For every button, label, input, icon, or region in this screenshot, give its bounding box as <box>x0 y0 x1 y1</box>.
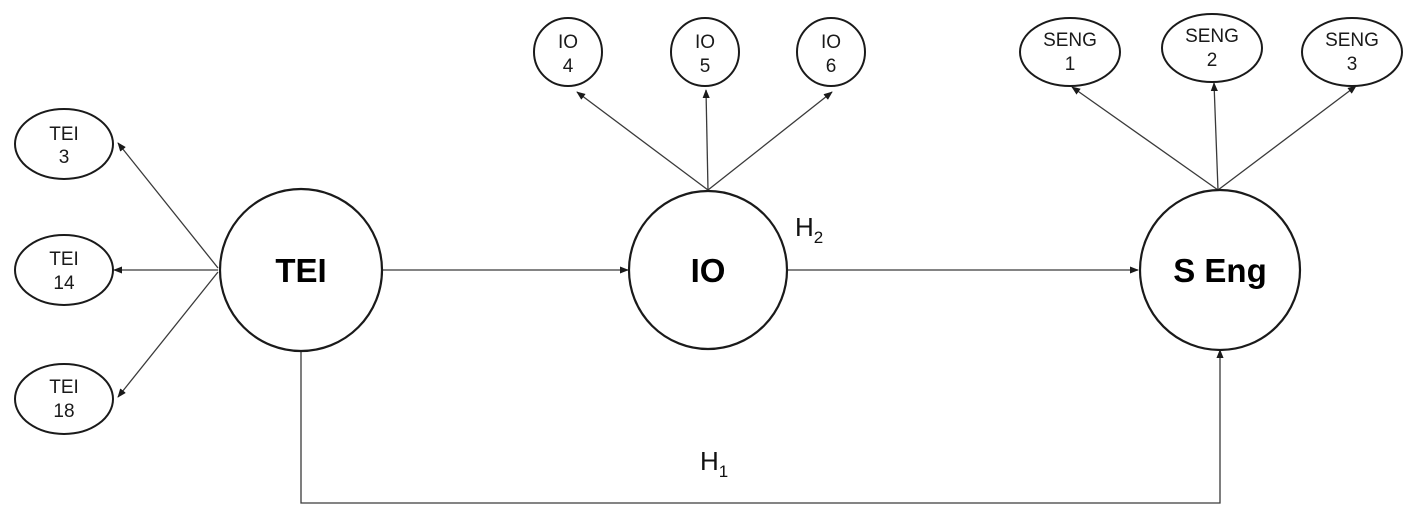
indicator-tei-18: TEI 18 <box>14 363 114 435</box>
indicator-tei-18-number: 18 <box>53 401 74 422</box>
indicator-seng-2-number: 2 <box>1207 50 1218 71</box>
indicator-io-4-name: IO <box>558 32 578 53</box>
indicator-tei-3-name: TEI <box>49 124 79 145</box>
construct-seng-label: S Eng <box>1173 252 1267 289</box>
indicator-seng-2: SENG 2 <box>1161 13 1263 83</box>
indicator-tei-14-name: TEI <box>49 249 79 270</box>
indicator-seng-1-name: SENG <box>1043 30 1097 51</box>
path-tei-to-seng-h1 <box>300 349 1224 504</box>
indicator-io-6-name: IO <box>821 32 841 53</box>
hypothesis-h2-letter: H <box>795 212 814 242</box>
construct-seng: S Eng <box>1138 188 1302 352</box>
indicator-seng-3: SENG 3 <box>1301 17 1403 87</box>
edge-seng-to-seng1 <box>1071 86 1219 191</box>
indicator-seng-3-number: 3 <box>1347 54 1358 75</box>
indicator-seng-3-name: SENG <box>1325 30 1379 51</box>
edge-io-to-io4 <box>576 91 709 191</box>
edge-seng-to-seng3 <box>1217 85 1357 191</box>
indicator-seng-1-number: 1 <box>1065 54 1076 75</box>
construct-io-label: IO <box>691 252 726 289</box>
indicator-seng-2-name: SENG <box>1185 26 1239 47</box>
hypothesis-h2-label: H2 <box>795 212 823 247</box>
indicator-tei-14-number: 14 <box>53 273 75 294</box>
edge-tei-to-tei18 <box>117 271 219 398</box>
indicator-io-5-name: IO <box>695 32 715 53</box>
indicator-io-5: IO 5 <box>670 17 740 87</box>
indicator-io-6: IO 6 <box>796 17 866 87</box>
construct-tei: TEI <box>218 187 384 353</box>
hypothesis-h1-letter: H <box>700 446 719 476</box>
indicator-tei-3-number: 3 <box>59 147 70 168</box>
construct-io: IO <box>627 189 789 351</box>
edge-seng-to-seng2 <box>1210 82 1219 191</box>
hypothesis-h1-subscript: 1 <box>719 462 728 481</box>
indicator-io-6-number: 6 <box>826 56 837 77</box>
edge-io-to-io5 <box>702 89 710 191</box>
edge-tei-to-tei3 <box>117 142 219 269</box>
indicator-tei-3: TEI 3 <box>14 108 114 180</box>
hypothesis-h2-subscript: 2 <box>814 228 823 247</box>
indicator-io-5-number: 5 <box>700 56 711 77</box>
indicator-io-4: IO 4 <box>533 17 603 87</box>
indicator-tei-18-name: TEI <box>49 377 79 398</box>
edge-io-to-io6 <box>707 91 833 191</box>
construct-tei-label: TEI <box>275 252 326 289</box>
indicator-io-4-number: 4 <box>563 56 574 77</box>
hypothesis-h1-label: H1 <box>700 446 728 481</box>
indicator-seng-1: SENG 1 <box>1019 17 1121 87</box>
indicator-tei-14: TEI 14 <box>14 234 114 306</box>
